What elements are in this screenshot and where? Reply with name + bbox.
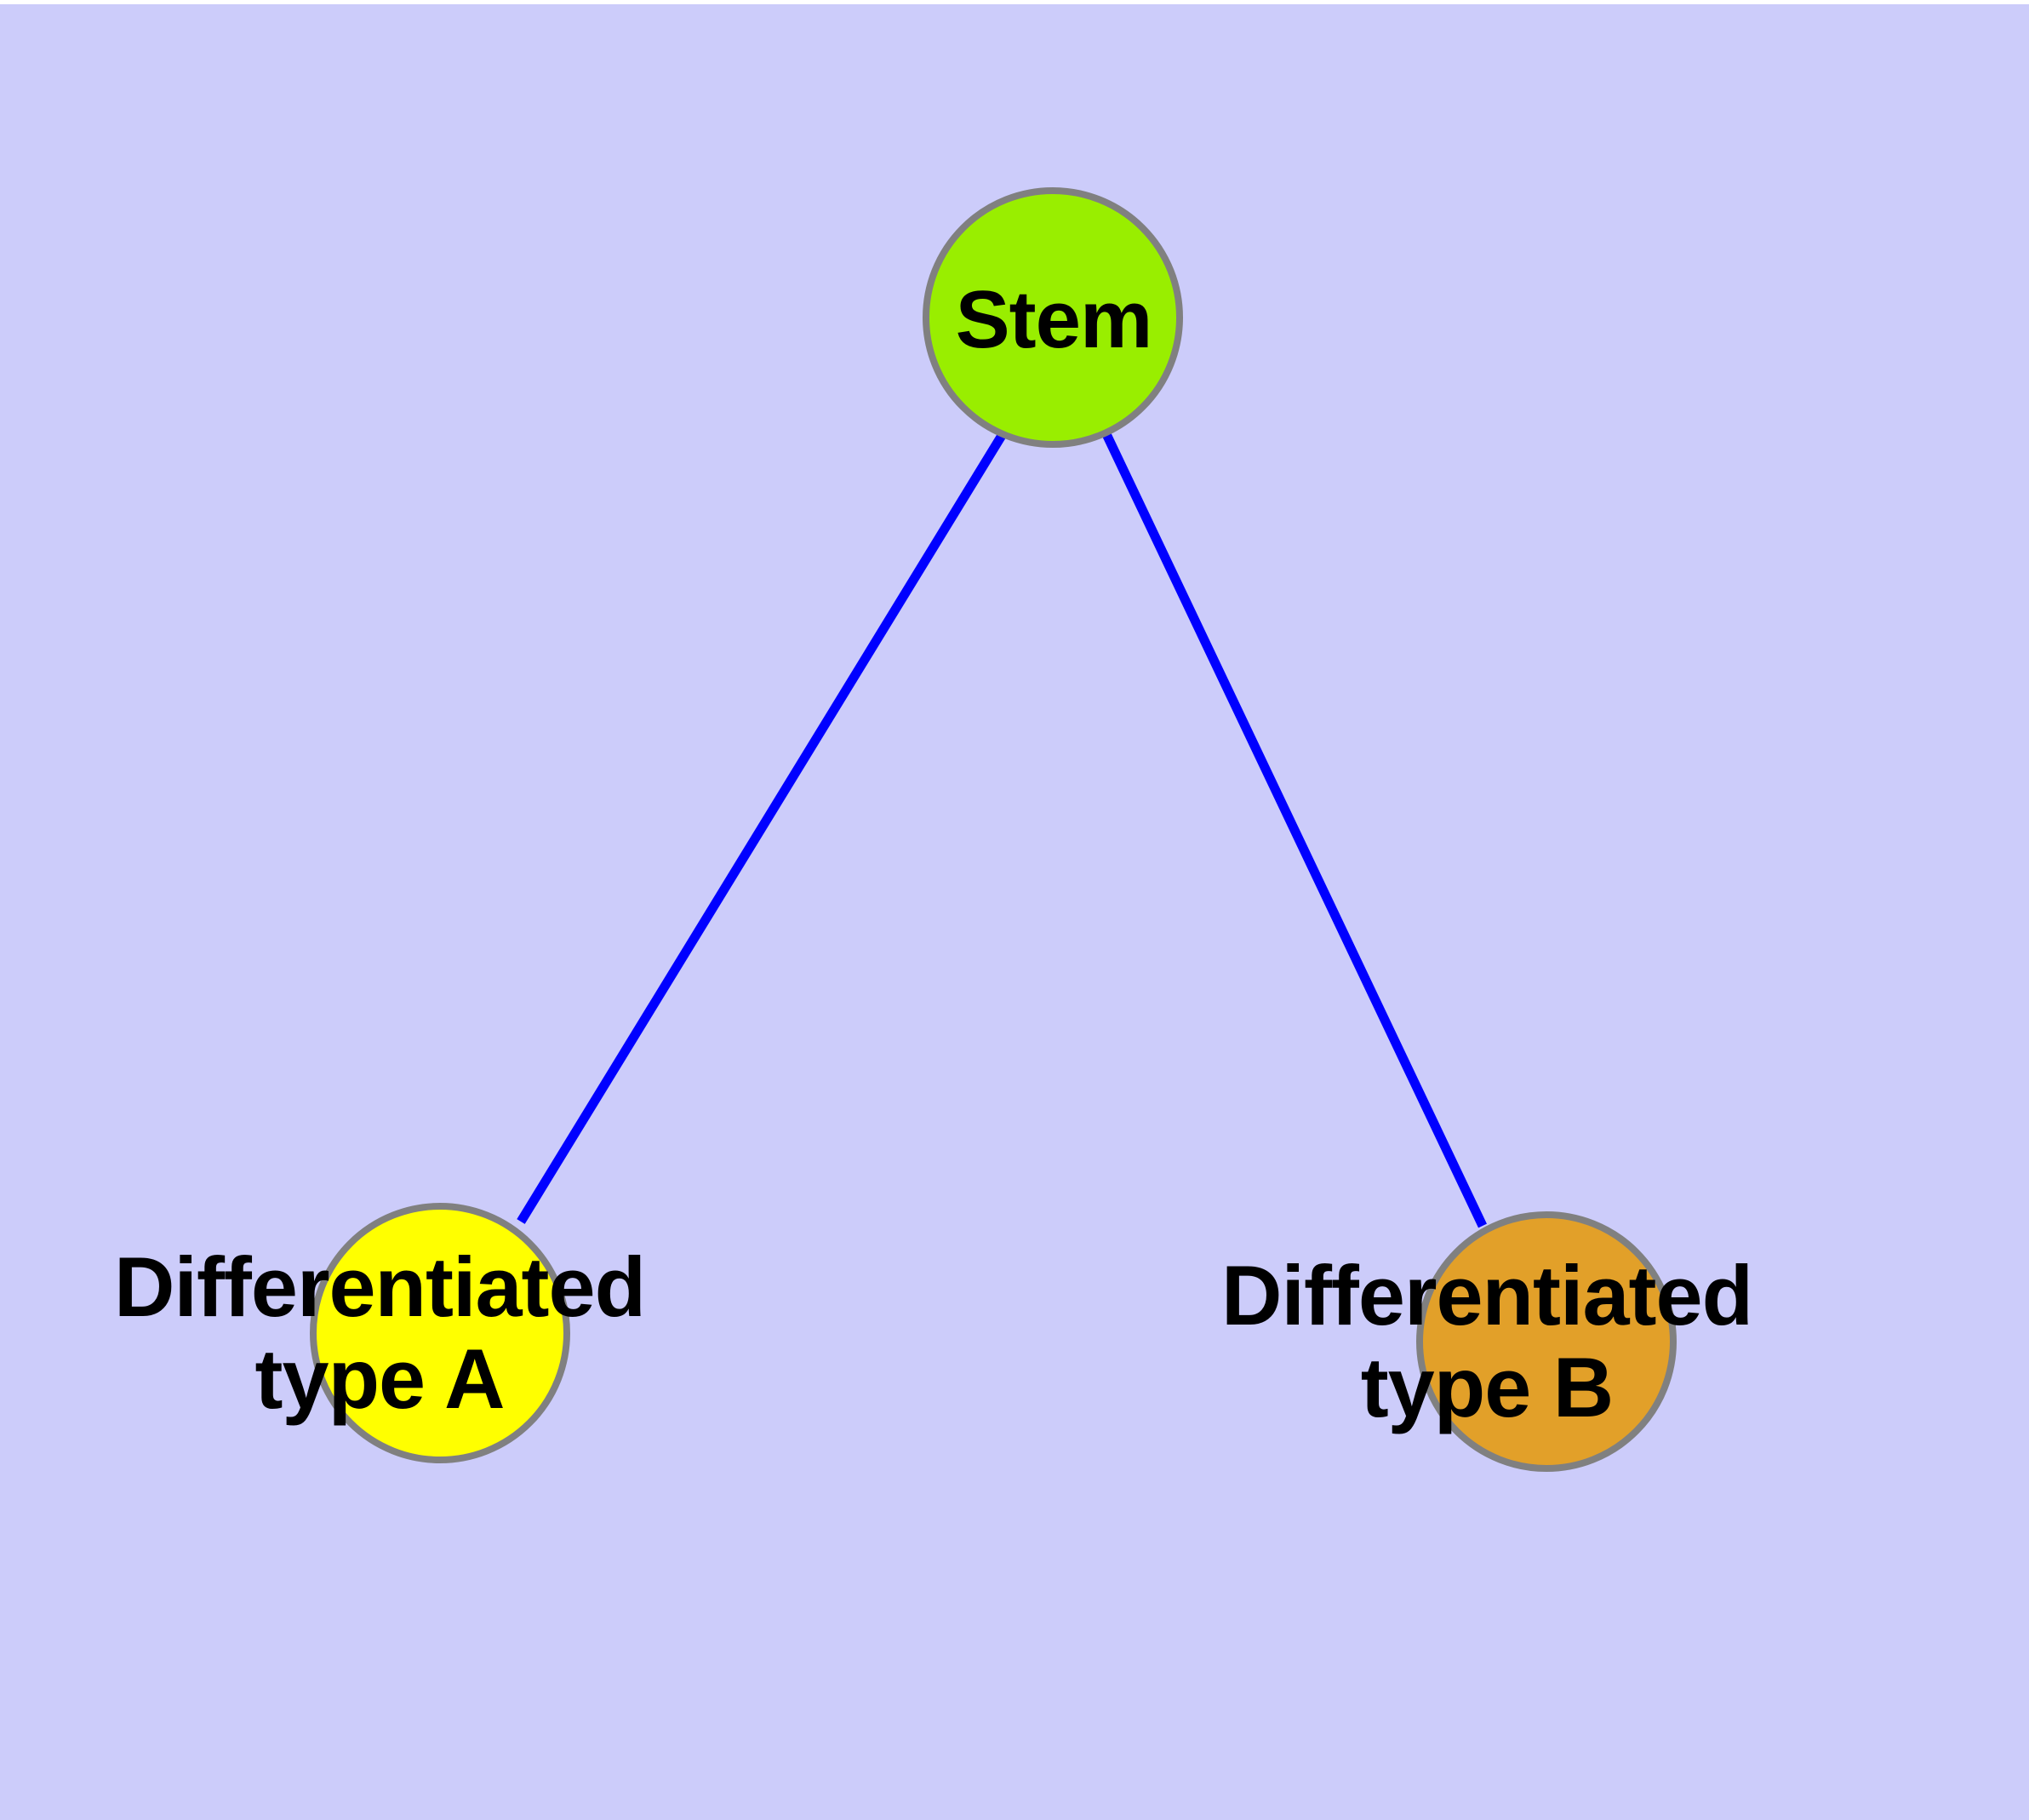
graph-edge-stem-to-b [1102,432,1487,1228]
graph-node-stem[interactable] [923,187,1183,448]
graph-edge-stem-to-a [517,432,1007,1224]
top-white-strip [0,0,2029,4]
nodes-layer [310,187,1677,1472]
graph-node-diff_a[interactable] [310,1203,570,1463]
graph-node-diff_b[interactable] [1416,1211,1677,1472]
edges-layer [517,432,1487,1228]
